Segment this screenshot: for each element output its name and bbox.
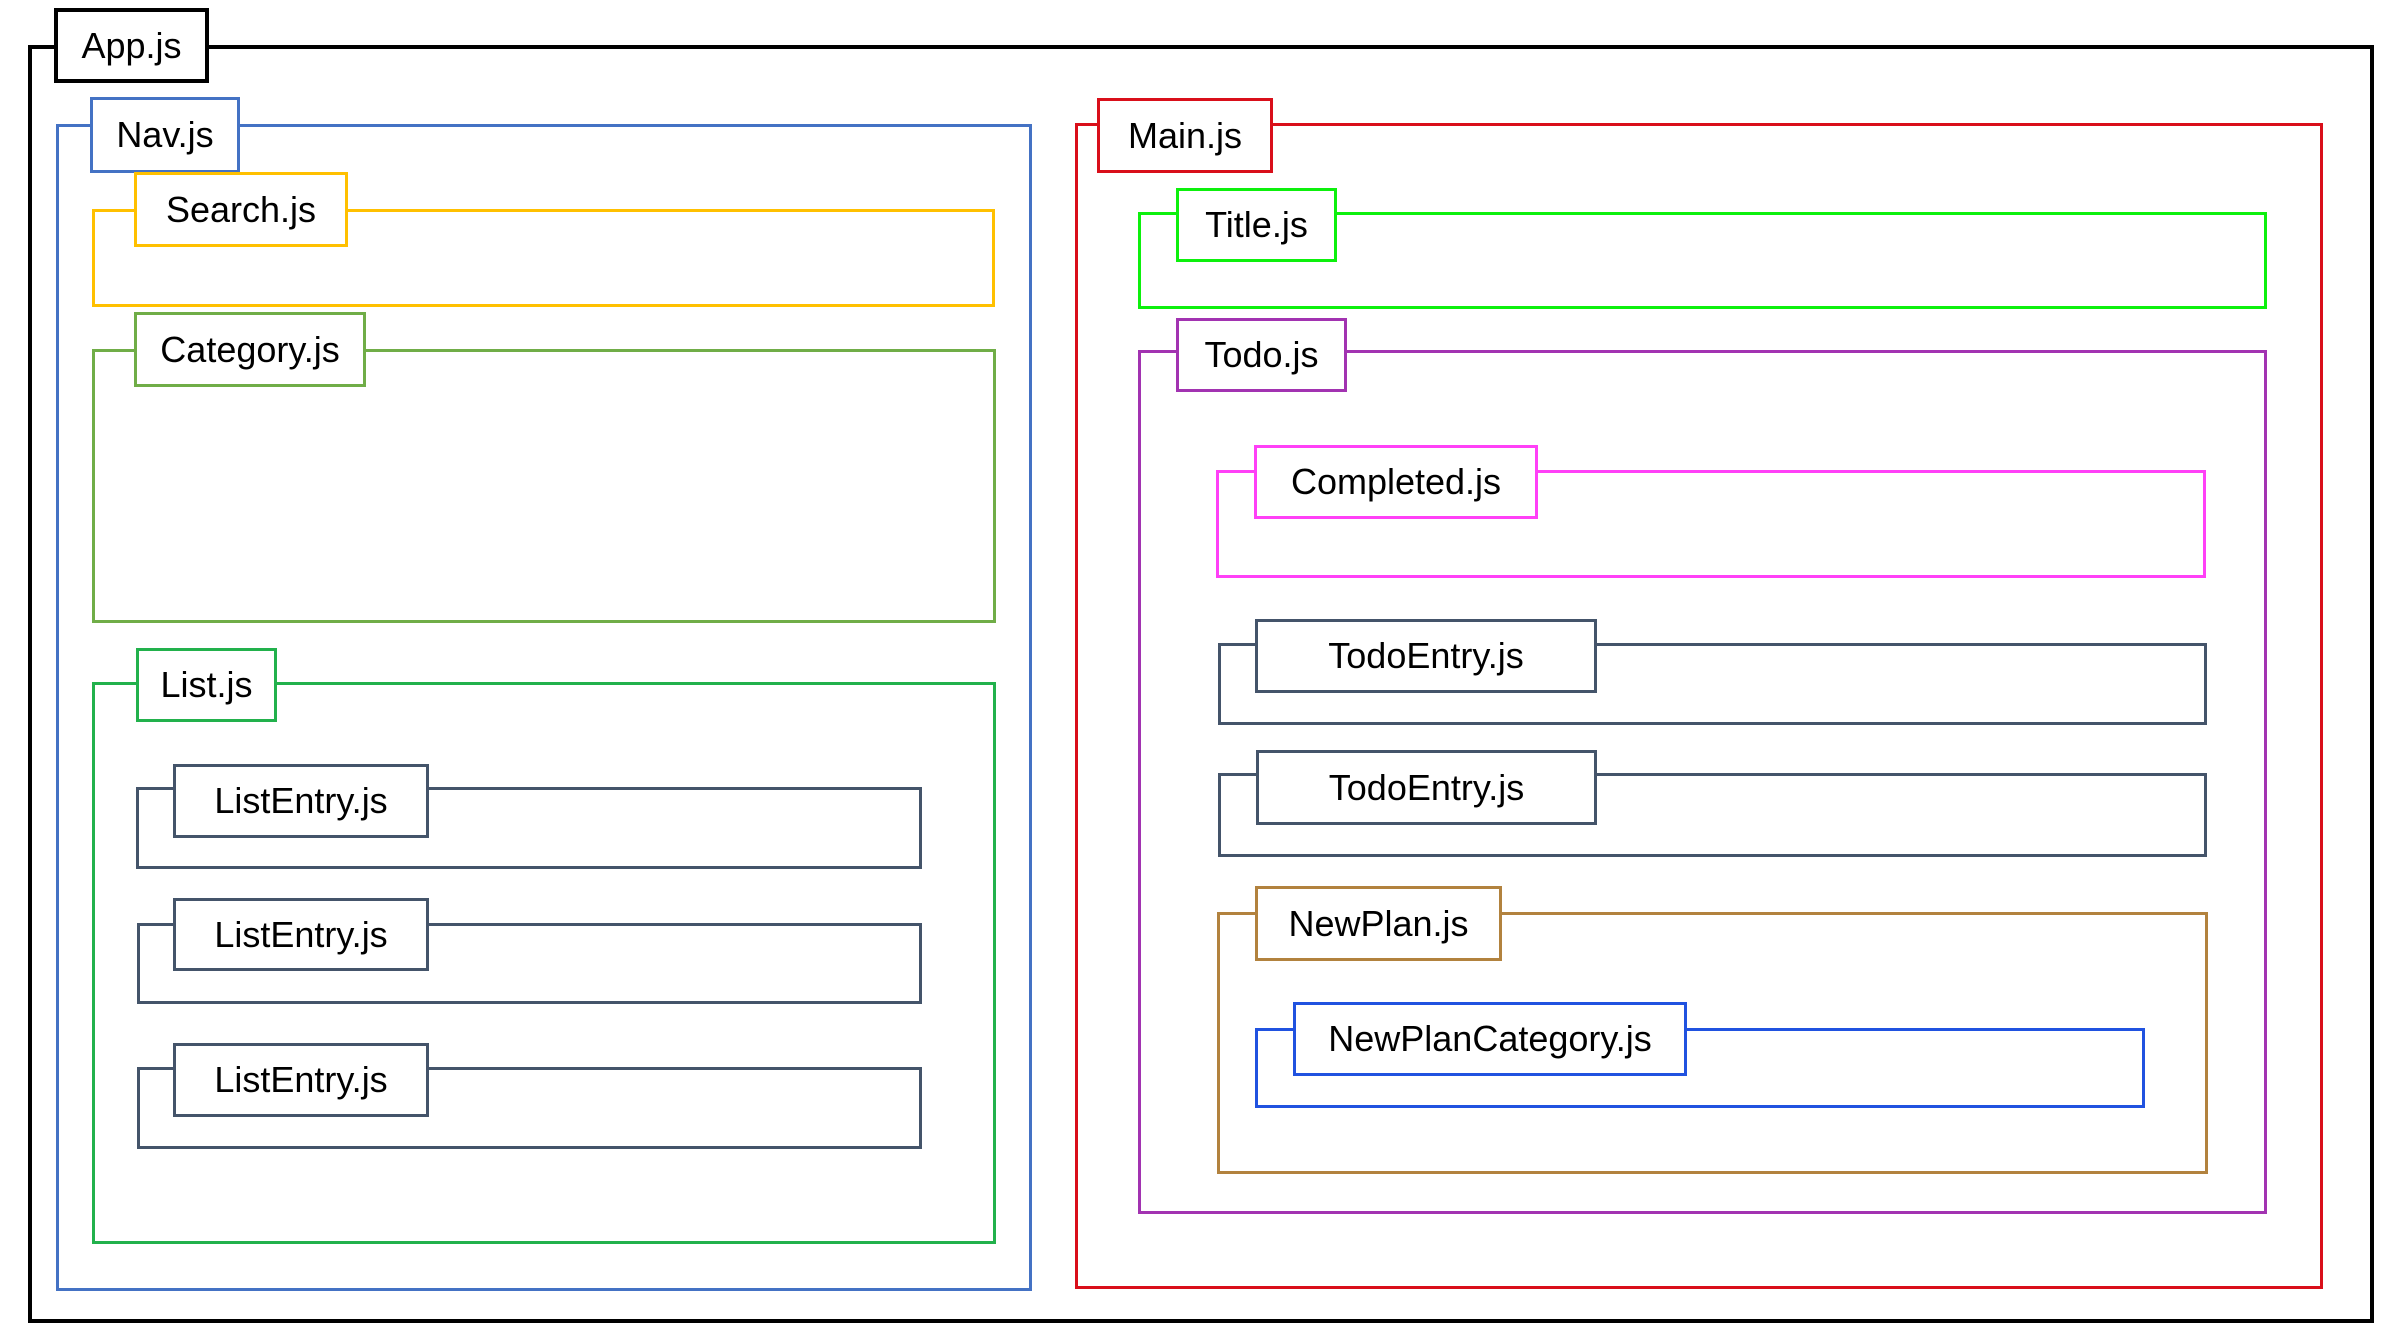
todoentry1-label: TodoEntry.js — [1255, 619, 1597, 693]
todoentry2-label: TodoEntry.js — [1256, 750, 1597, 825]
listentry1-label: ListEntry.js — [173, 764, 429, 838]
completed-label: Completed.js — [1254, 445, 1538, 519]
todo-label: Todo.js — [1176, 318, 1347, 392]
completed-container — [1216, 470, 2206, 578]
todo-container — [1138, 350, 2267, 1214]
newplan-container — [1217, 912, 2208, 1174]
nav-label: Nav.js — [90, 97, 240, 173]
category-container — [92, 349, 996, 623]
title-label: Title.js — [1176, 188, 1337, 262]
todoentry1-container — [1218, 643, 2207, 725]
listentry2-container — [137, 923, 922, 1004]
listentry3-container — [137, 1067, 922, 1149]
category-label: Category.js — [134, 312, 366, 387]
app-container — [28, 45, 2374, 1323]
newplancategory-container — [1255, 1028, 2145, 1108]
main-container — [1075, 123, 2323, 1289]
title-container — [1138, 212, 2267, 309]
main-label: Main.js — [1097, 98, 1273, 173]
nav-container — [56, 124, 1032, 1291]
todoentry2-container — [1218, 773, 2207, 857]
newplan-label: NewPlan.js — [1255, 886, 1502, 961]
list-label: List.js — [136, 648, 277, 722]
search-label: Search.js — [134, 172, 348, 247]
list-container — [92, 682, 996, 1244]
listentry1-container — [136, 787, 922, 869]
app-label: App.js — [54, 8, 209, 83]
listentry3-label: ListEntry.js — [173, 1043, 429, 1117]
search-container — [92, 209, 995, 307]
newplancategory-label: NewPlanCategory.js — [1293, 1002, 1687, 1076]
listentry2-label: ListEntry.js — [173, 898, 429, 971]
